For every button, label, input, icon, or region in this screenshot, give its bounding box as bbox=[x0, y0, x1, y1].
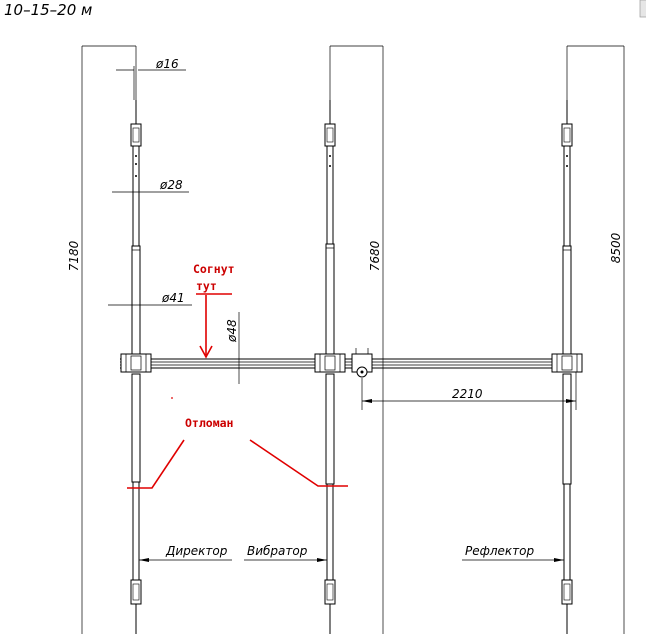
spacing-label: 2210 bbox=[452, 387, 483, 401]
band-title: 10–15–20 м bbox=[4, 1, 92, 19]
mast-clamp bbox=[351, 348, 373, 378]
director-length-label: 7180 bbox=[67, 240, 81, 271]
broken-note: Отломан bbox=[185, 416, 234, 430]
broken-annotation: Отломан bbox=[127, 416, 348, 489]
director-length-dimension: 7180 bbox=[67, 45, 137, 634]
vibrator-clamp bbox=[314, 353, 346, 373]
diameter-16-label: ø16 bbox=[155, 57, 179, 71]
diameter-41-dimension: ø41 bbox=[108, 291, 192, 306]
vibrator-label: Вибратор bbox=[247, 544, 308, 558]
bent-note-line2: тут bbox=[196, 279, 217, 293]
spacing-dimension: 2210 bbox=[361, 372, 577, 410]
window-edge bbox=[639, 0, 646, 18]
diameter-28-dimension: ø28 bbox=[112, 178, 189, 193]
vibrator-length-label: 7680 bbox=[368, 240, 382, 271]
reflector-label-group: Рефлектор bbox=[462, 544, 564, 562]
reflector-length-dimension: 8500 bbox=[566, 45, 625, 634]
vibrator-length-dimension: 7680 bbox=[329, 45, 384, 634]
vibrator-label-group: Вибратор bbox=[244, 544, 327, 562]
diameter-41-label: ø41 bbox=[161, 291, 185, 305]
boom bbox=[120, 358, 580, 369]
diameter-48-label: ø48 bbox=[225, 319, 239, 343]
diameter-48-dimension: ø48 bbox=[225, 312, 244, 384]
bent-annotation: Согнут тут bbox=[171, 262, 235, 399]
diameter-28-label: ø28 bbox=[159, 178, 183, 192]
reflector-clamp bbox=[551, 353, 583, 373]
director-label-group: Директор bbox=[139, 544, 232, 562]
reflector-label: Рефлектор bbox=[465, 544, 535, 558]
bent-note-line1: Согнут bbox=[193, 262, 235, 276]
diameter-16-dimension: ø16 bbox=[116, 57, 186, 100]
reflector-element bbox=[561, 100, 573, 634]
vibrator-element bbox=[324, 100, 336, 634]
reflector-length-label: 8500 bbox=[609, 232, 623, 263]
director-element bbox=[130, 100, 142, 634]
director-clamp bbox=[120, 353, 152, 373]
director-label: Директор bbox=[165, 544, 228, 558]
